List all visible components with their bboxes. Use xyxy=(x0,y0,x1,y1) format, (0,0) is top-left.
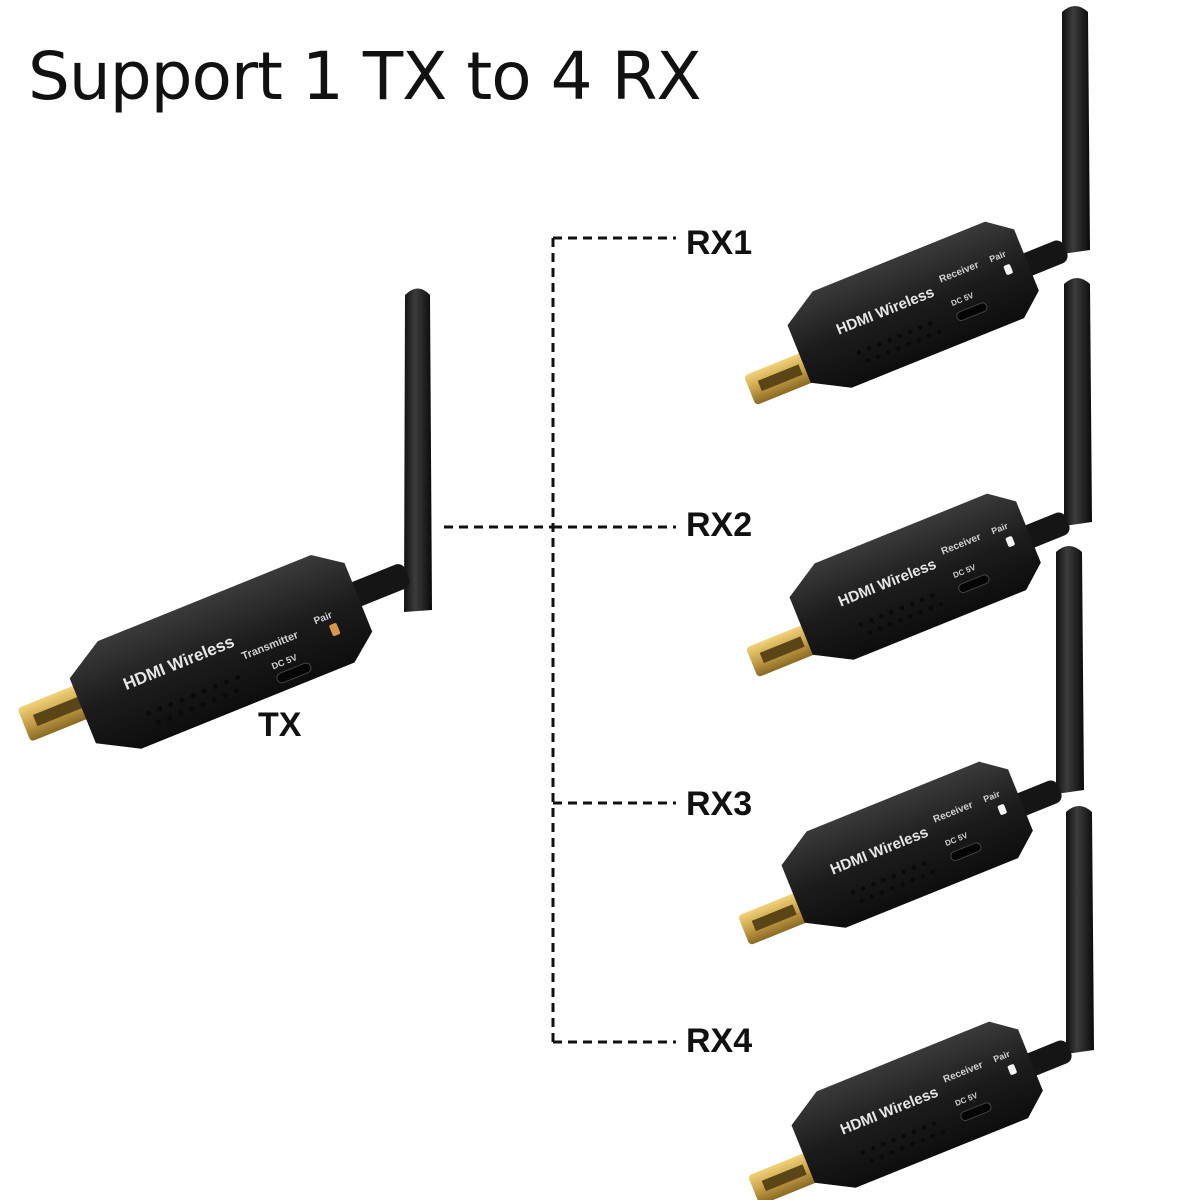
rx4-label: RX4 xyxy=(686,1022,753,1060)
rx1-antenna xyxy=(1062,6,1090,254)
rx3-vent-holes xyxy=(850,861,936,904)
rx3-usb-c-port xyxy=(950,842,982,862)
rx4-usb-c-port xyxy=(960,1102,992,1122)
tx-hdmi-connector xyxy=(18,683,95,741)
rx3-label: RX3 xyxy=(686,785,753,823)
tx-antenna xyxy=(404,288,432,612)
tx-pair-led xyxy=(329,623,341,637)
rx2-pair-led xyxy=(1005,536,1015,547)
tx-vent-holes xyxy=(146,674,241,725)
rx2-antenna xyxy=(1064,278,1092,526)
page-title: Support 1 TX to 4 RX xyxy=(28,38,702,115)
rx4-antenna xyxy=(1066,806,1094,1054)
tx-usb-c-port xyxy=(276,662,312,684)
rx2-hdmi-connector xyxy=(746,624,816,677)
rx1-body xyxy=(787,221,1039,388)
rx3-antenna xyxy=(1056,546,1084,794)
rx1-pair-led xyxy=(1003,264,1013,275)
rx1-hdmi-connector xyxy=(744,352,814,405)
rx1-usb-c-port xyxy=(956,302,988,322)
rx4-hdmi-connector xyxy=(748,1152,818,1200)
rx2-body xyxy=(789,493,1041,660)
rx3-hdmi-connector xyxy=(738,892,808,945)
connection-lines xyxy=(444,236,676,1044)
rx3-body xyxy=(781,761,1033,928)
tx-device: HDMI Wireless Transmitter DC 5V Pair xyxy=(18,288,432,749)
rx3-pair-led xyxy=(997,804,1007,815)
tx-label: TX xyxy=(258,706,302,744)
tx-body xyxy=(69,554,373,749)
rx2-label: RX2 xyxy=(686,506,753,544)
rx4-body xyxy=(791,1021,1043,1188)
rx2-vent-holes xyxy=(858,593,944,636)
rx4-vent-holes xyxy=(860,1121,946,1164)
rx1-label: RX1 xyxy=(686,224,753,262)
rx2-usb-c-port xyxy=(958,574,990,594)
rx1-vent-holes xyxy=(856,321,942,364)
rx4-pair-led xyxy=(1007,1064,1017,1075)
